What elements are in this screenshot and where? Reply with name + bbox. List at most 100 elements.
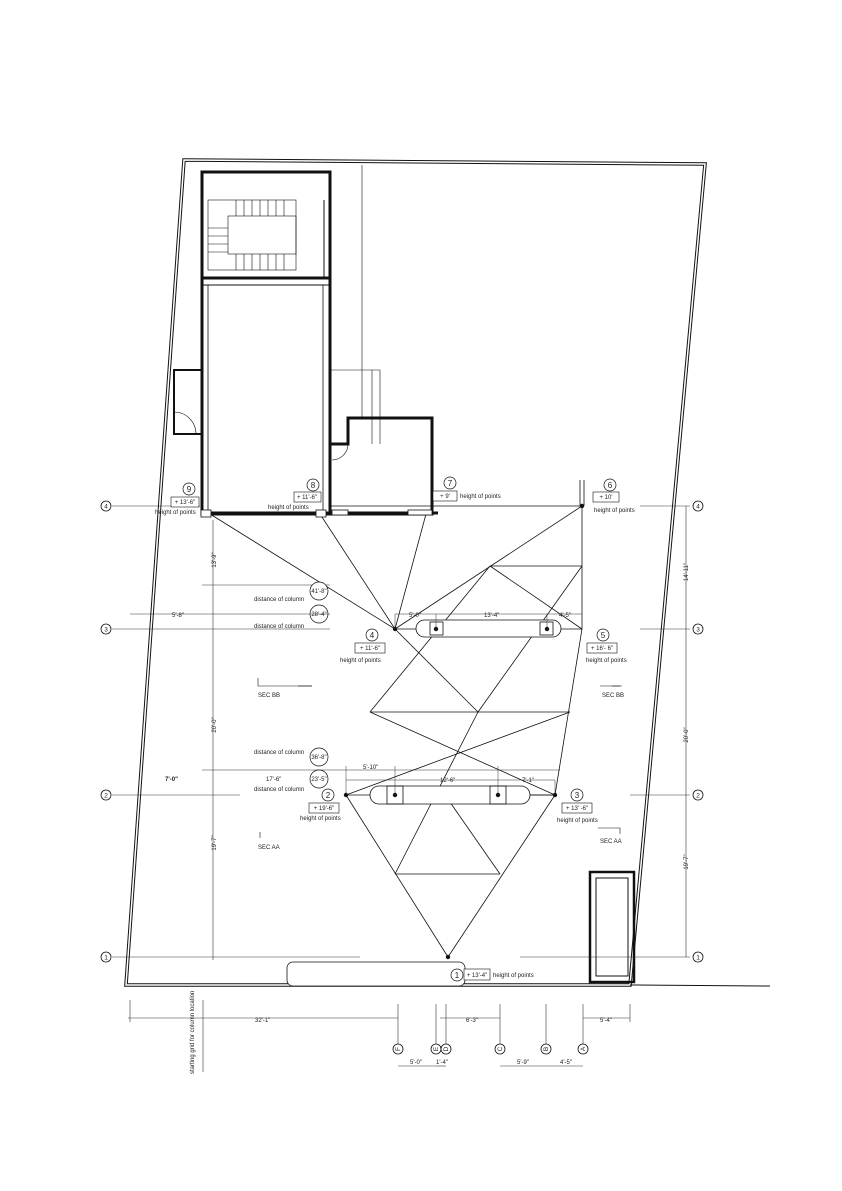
height-label: height of points: [460, 494, 501, 500]
dimension-text: 4'-5": [559, 613, 571, 619]
dimension-text: 5'-4": [600, 1018, 612, 1024]
grid-row-label: 2: [696, 793, 700, 800]
grid-col-label: D: [443, 1046, 450, 1051]
point-height: + 10': [600, 495, 613, 501]
point-number: 7: [448, 479, 453, 488]
dimension-text: 4'-5": [560, 1060, 572, 1066]
starting-grid-note: starting grid for column location: [190, 991, 196, 1074]
grid-row-label: 1: [104, 955, 108, 962]
height-label: height of points: [493, 973, 534, 979]
distance-label: distance of column: [254, 597, 304, 603]
dimension-text: 20'-0": [212, 717, 218, 732]
point-height: + 9': [440, 494, 450, 500]
section-labels: SEC BB SEC BB SEC AA SEC AA: [258, 693, 624, 851]
point-height: + 11'-6": [360, 646, 380, 652]
height-label: height of points: [155, 510, 196, 516]
dimension-text: 13'-9": [212, 552, 218, 567]
distance-label: distance of column: [254, 787, 304, 793]
dimension-text: 5'-9": [517, 1060, 529, 1066]
point-number: 9: [187, 485, 192, 494]
point-8: 8 + 11'-6" height of points: [268, 478, 322, 511]
grid-col-label: A: [580, 1046, 587, 1051]
dimension-text: 32'-1": [255, 1018, 270, 1024]
section-aa-label: SEC AA: [258, 845, 280, 851]
point-5: 5 + 16'- 6" height of points: [586, 628, 627, 664]
height-label: height of points: [594, 508, 635, 514]
grid-lines: [112, 505, 690, 1072]
distance-value: 23'-5": [311, 777, 326, 783]
site-boundary: [124, 158, 771, 987]
distance-value: 36'-8": [311, 755, 326, 761]
internal-dimension-lines: [130, 613, 582, 795]
grid-row-label: 4: [104, 504, 108, 511]
grid-bubbles: [100, 500, 704, 1055]
point-3: 3 + 13' -6" height of points: [557, 788, 598, 824]
point-height: + 13'-6": [175, 500, 195, 506]
section-bb-label: SEC BB: [258, 693, 280, 699]
point-number: 4: [370, 631, 375, 640]
distance-value: 28'-4": [311, 612, 326, 618]
distance-label: distance of column: [254, 624, 304, 630]
point-height: + 13'-4": [467, 973, 487, 979]
dimension-text: 5'-0": [410, 1060, 422, 1066]
height-label: height of points: [268, 505, 309, 511]
dimension-text: 19'-7": [212, 835, 218, 850]
point-height: + 13' -6": [566, 806, 588, 812]
grid-col-label: F: [395, 1047, 402, 1051]
point-6: 6 + 10' height of points: [592, 478, 635, 514]
building-outline: [173, 165, 636, 984]
grid-col-label: C: [497, 1046, 504, 1051]
section-aa-label: SEC AA: [600, 839, 622, 845]
grid-row-label: 3: [696, 627, 700, 634]
height-label: height of points: [300, 816, 341, 822]
dimension-text: 5'-10": [363, 765, 378, 771]
point-7: 7 + 9' height of points: [432, 476, 501, 502]
distance-value: 41'-8": [311, 589, 326, 595]
point-number: 3: [575, 791, 580, 800]
point-number: 8: [311, 481, 316, 490]
point-number: 2: [326, 791, 331, 800]
dimension-text: 14'-11": [684, 563, 690, 581]
dimension-text: 5'-0": [409, 613, 421, 619]
point-height: + 16'- 6": [591, 646, 613, 652]
point-4: 4 + 11'-6" height of points: [340, 628, 386, 664]
grid-row-label: 4: [696, 504, 700, 511]
section-bb-label: SEC BB: [602, 693, 624, 699]
point-1: 1 + 13'-4" height of points: [450, 968, 534, 982]
columns: [200, 480, 585, 987]
dimension-text: 7'-0": [165, 777, 178, 783]
height-label: height of points: [340, 658, 381, 664]
section-markers: [257, 678, 622, 838]
grid-row-label: 3: [104, 627, 108, 634]
dimension-text: 12'-6": [440, 778, 455, 784]
point-2: 2 + 19'-6" height of points: [300, 788, 341, 822]
grid-col-label: E: [433, 1046, 440, 1051]
point-number: 5: [601, 631, 606, 640]
dimension-text: 13'-4": [484, 613, 499, 619]
height-label: height of points: [557, 818, 598, 824]
dimension-text: 1'-4": [436, 1060, 448, 1066]
point-9: 9 + 13'-6" height of points: [155, 482, 200, 516]
point-number: 6: [608, 481, 613, 490]
distance-callouts: 41'-8" distance of column 28'-4" distanc…: [254, 581, 329, 793]
grid-row-label: 1: [696, 955, 700, 962]
grid-row-label: 2: [104, 793, 108, 800]
grid-col-label: B: [543, 1047, 550, 1051]
grid-row-labels: 4 4 3 3 2 2 1 1: [104, 504, 700, 962]
dimension-text: 6'-3": [466, 1018, 478, 1024]
dimension-text: 19'-7": [684, 854, 690, 869]
dimension-labels: 5'-8" 7'-0" 17'-6" 13'-9" 20'-0" 19'-7" …: [165, 552, 690, 1074]
point-number: 1: [455, 971, 460, 980]
point-height: + 19'-6": [314, 806, 334, 812]
structure-lines: [209, 505, 583, 958]
distance-label: distance of column: [254, 750, 304, 756]
dimension-text: 7'-1": [522, 778, 534, 784]
point-height: + 11'-6": [297, 495, 317, 501]
column-dots: [343, 503, 585, 960]
grid-col-labels: F E D C B A: [395, 1046, 587, 1051]
height-label: height of points: [586, 658, 627, 664]
dimension-text: 20'-0": [684, 727, 690, 742]
dimension-text: 5'-8": [172, 613, 184, 619]
stair: [207, 199, 297, 271]
